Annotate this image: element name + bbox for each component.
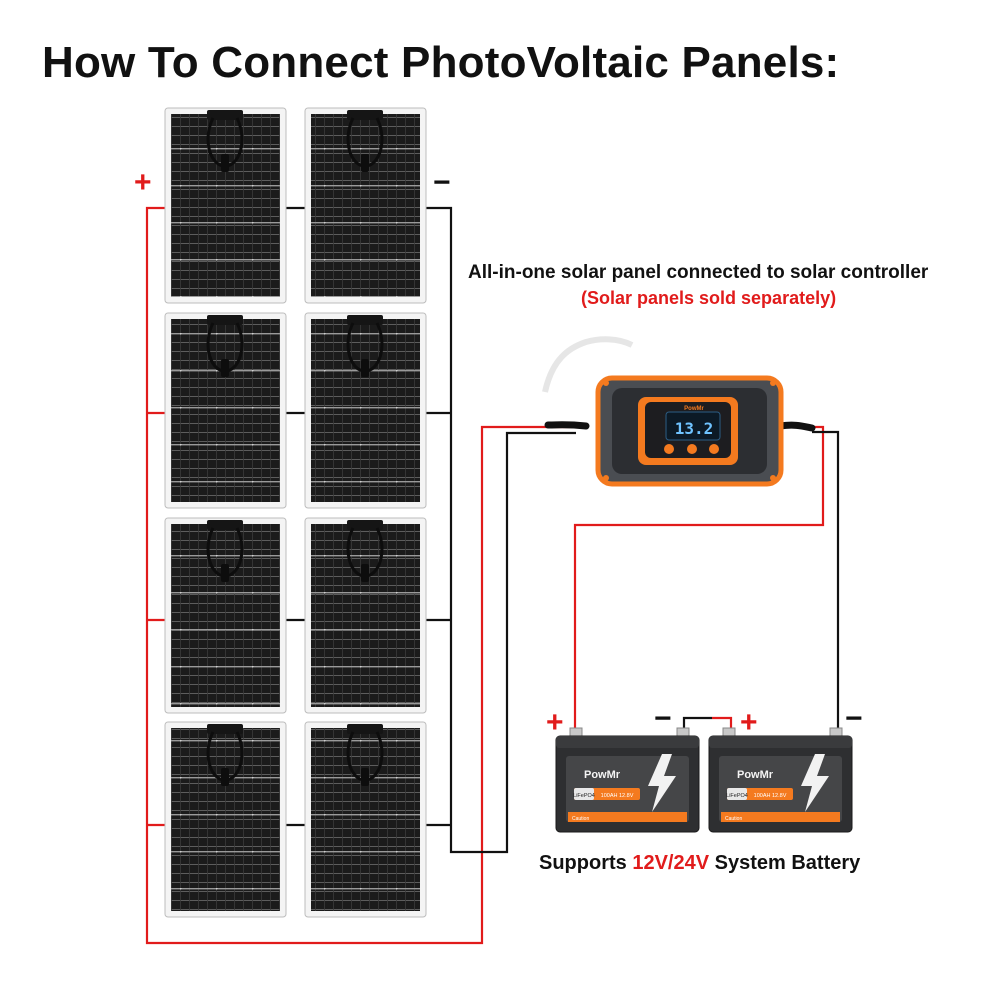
battery-positive-wire: [573, 425, 825, 733]
battery-1-caution: Caution: [572, 816, 589, 822]
controller-cable-left: [544, 421, 590, 430]
panels-plus-sign: +: [134, 166, 152, 199]
panels-note: (Solar panels sold separately): [581, 288, 837, 308]
solar-panel-5: [164, 517, 287, 714]
charge-controller: PowMr 13.2: [542, 336, 816, 487]
solar-panel-8: [304, 721, 427, 918]
negative-bus-wire: [425, 206, 576, 854]
battery-2-caution: Caution: [725, 816, 742, 822]
controller-esc-button[interactable]: [687, 444, 697, 454]
controller-top-cable: [542, 336, 634, 393]
battery-1-spec: 100AH 12.8V: [601, 793, 634, 799]
battery-1-brand: PowMr: [584, 769, 621, 781]
controller-down-button[interactable]: [709, 444, 719, 454]
battery-2-brand: PowMr: [737, 769, 774, 781]
battery-2-chemistry: LiFePO4: [726, 793, 748, 799]
battery-2-spec: 100AH 12.8V: [754, 793, 787, 799]
solar-panel-7: [164, 721, 287, 918]
battery-caption: Supports 12V/24V System Battery: [539, 852, 860, 875]
battery2-minus-sign: −: [845, 702, 863, 735]
solar-panel-2: [304, 107, 427, 304]
battery-caption-voltage: 12V/24V: [632, 852, 710, 874]
battery1-plus-sign: +: [546, 706, 564, 739]
positive-bus-wire: [145, 206, 576, 945]
page-title: How To Connect PhotoVoltaic Panels:: [42, 38, 840, 87]
controller-brand: PowMr: [684, 406, 704, 412]
battery-caption-prefix: Supports: [539, 852, 633, 874]
battery-1-chemistry: LiFePO4: [573, 793, 595, 799]
solar-panel-6: [304, 517, 427, 714]
controller-up-button[interactable]: [664, 444, 674, 454]
lightning-bolt-icon: [648, 754, 676, 812]
battery-negative-wire: [812, 430, 840, 733]
battery1-minus-sign: −: [654, 702, 672, 735]
controller-caption: All-in-one solar panel connected to sola…: [468, 262, 929, 283]
solar-panel-3: [164, 312, 287, 509]
controller-display-value: 13.2: [675, 419, 714, 438]
controller-cable-right: [776, 421, 816, 432]
battery2-plus-sign: +: [740, 706, 758, 739]
solar-panel-4: [304, 312, 427, 509]
panels-minus-sign: −: [433, 166, 451, 199]
solar-panel-1: [164, 107, 287, 304]
solar-panel-array: [164, 107, 427, 918]
battery-caption-suffix: System Battery: [709, 852, 861, 874]
lightning-bolt-icon: [801, 754, 829, 812]
